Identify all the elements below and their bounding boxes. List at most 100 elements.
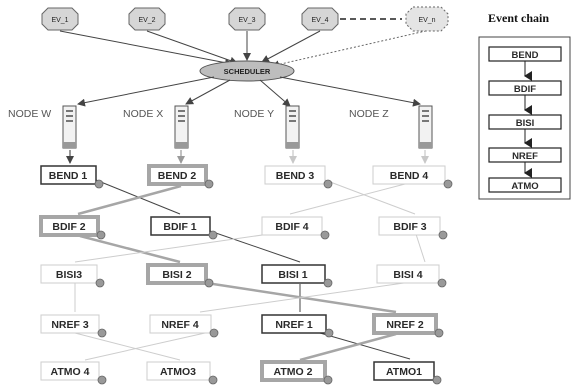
- event-ev-2: EV_2: [128, 7, 166, 31]
- chain-item-label: BEND: [512, 50, 539, 61]
- node-y: NODE Y: [234, 105, 300, 149]
- task-bisi-4: BISI 4: [376, 264, 447, 288]
- task-label: NREF 3: [51, 319, 89, 331]
- task-atmo-2: ATMO 2: [260, 360, 333, 385]
- status-dot: [438, 230, 448, 240]
- chain-item-label: BISI: [516, 118, 534, 129]
- chain-item-atmo: ATMO: [488, 177, 562, 193]
- task-nref-1: NREF 1: [261, 314, 334, 338]
- task-label: NREF 4: [161, 319, 199, 331]
- node-label: NODE W: [8, 108, 51, 120]
- status-dot: [209, 328, 219, 338]
- task-atmo-1: ATMO1: [373, 361, 442, 385]
- task-bdif-2: BDIF 2: [39, 215, 106, 240]
- status-dot: [204, 179, 214, 189]
- status-dot: [94, 179, 104, 189]
- status-dot: [437, 278, 447, 288]
- node-label: NODE Y: [234, 108, 274, 120]
- task-label: BDIF 4: [275, 221, 308, 233]
- task-bdif-3: BDIF 3: [378, 216, 448, 240]
- chain-item-label: BDIF: [514, 84, 536, 95]
- chain-item-bdif: BDIF: [488, 80, 562, 96]
- task-bend-2: BEND 2: [147, 164, 214, 189]
- chain-item-bisi: BISI: [488, 114, 562, 130]
- task-label: NREF 1: [275, 319, 313, 331]
- event-label: EV_4: [311, 17, 328, 24]
- task-label: NREF 2: [386, 319, 424, 331]
- server-icon: [285, 105, 300, 149]
- event-chain-title: Event chain: [488, 11, 549, 25]
- event-ev-3: EV_3: [228, 7, 266, 31]
- event-chain-panel: Event chain BEND BDIF BISI NREF ATMO: [478, 11, 571, 200]
- event-to-scheduler-arrows: [59, 29, 431, 69]
- status-dot: [208, 375, 218, 385]
- event-label: EV_2: [138, 17, 155, 24]
- server-icon: [174, 105, 189, 149]
- task-label: BEND 4: [390, 170, 429, 182]
- task-label: ATMO 2: [274, 366, 313, 378]
- node-to-task-arrows: [66, 150, 429, 164]
- task-label: ATMO 4: [51, 366, 90, 378]
- status-dot: [443, 179, 453, 189]
- task-label: BISI 4: [393, 269, 422, 281]
- chain-item-bend: BEND: [488, 46, 562, 62]
- scheduler-label: SCHEDULER: [224, 67, 271, 76]
- status-dot: [208, 230, 218, 240]
- node-label: NODE Z: [349, 108, 389, 120]
- status-dot: [323, 375, 333, 385]
- event-ev-n: EV_n: [405, 6, 449, 32]
- task-label: BDIF 3: [393, 221, 426, 233]
- status-dot: [320, 230, 330, 240]
- task-label: BISI 1: [278, 269, 307, 281]
- event-ev-1: EV_1: [41, 7, 79, 31]
- status-dot: [97, 375, 107, 385]
- task-nref-2: NREF 2: [372, 313, 444, 338]
- task-bdif-1: BDIF 1: [150, 216, 218, 240]
- task-label: BEND 3: [276, 170, 315, 182]
- server-icon: [418, 105, 433, 149]
- task-bend-3: BEND 3: [264, 165, 333, 189]
- task-label: BEND 1: [49, 170, 88, 182]
- task-atmo-4: ATMO 4: [40, 361, 107, 385]
- task-bisi-2: BISI 2: [146, 263, 214, 288]
- task-nref-3: NREF 3: [40, 314, 107, 338]
- task-label: BISI3: [56, 269, 82, 281]
- node-x: NODE X: [123, 105, 189, 149]
- server-icon: [62, 105, 77, 149]
- status-dot: [204, 278, 214, 288]
- task-label: BISI 2: [162, 269, 191, 281]
- task-label: BEND 2: [158, 170, 197, 182]
- task-connectors: [74, 179, 426, 362]
- node-w: NODE W: [8, 105, 77, 149]
- status-dot: [323, 179, 333, 189]
- event-label: EV_3: [238, 17, 255, 24]
- event-label: EV_1: [51, 17, 68, 24]
- task-label: BDIF 2: [52, 221, 85, 233]
- event-label: EV_n: [418, 17, 435, 24]
- task-label: BDIF 1: [163, 221, 196, 233]
- event-ev-4: EV_4: [301, 7, 339, 31]
- chain-item-label: NREF: [512, 151, 538, 162]
- chain-item-nref: NREF: [488, 147, 562, 163]
- status-dot: [434, 328, 444, 338]
- status-dot: [95, 278, 105, 288]
- task-atmo-3: ATMO3: [146, 361, 218, 385]
- task-bend-1: BEND 1: [40, 165, 104, 189]
- task-nref-4: NREF 4: [149, 314, 219, 338]
- status-dot: [96, 230, 106, 240]
- node-z: NODE Z: [349, 105, 433, 149]
- scheduler-to-node-arrows: [77, 76, 421, 107]
- node-label: NODE X: [123, 108, 163, 120]
- task-bisi-3: BISI3: [40, 264, 105, 288]
- status-dot: [432, 375, 442, 385]
- task-label: ATMO3: [160, 366, 196, 378]
- status-dot: [97, 328, 107, 338]
- task-bisi-1: BISI 1: [261, 264, 333, 288]
- status-dot: [323, 278, 333, 288]
- task-label: ATMO1: [386, 366, 422, 378]
- task-bdif-4: BDIF 4: [261, 216, 330, 240]
- task-bend-4: BEND 4: [372, 165, 453, 189]
- scheduler: SCHEDULER: [199, 60, 295, 82]
- chain-item-label: ATMO: [511, 181, 538, 192]
